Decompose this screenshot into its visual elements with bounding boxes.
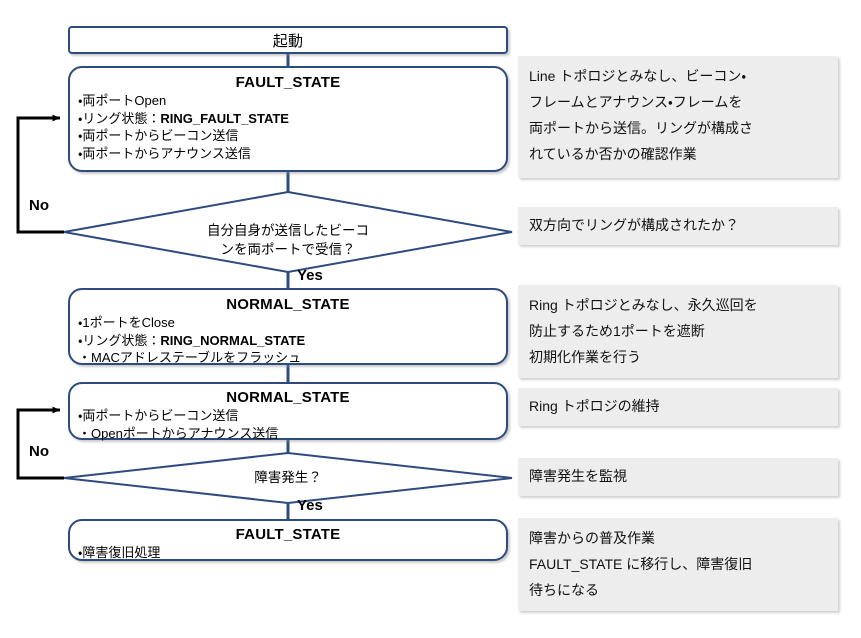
decision-beacon-line2: ンを両ポートで受信？	[220, 242, 356, 257]
node-normal-state-1[interactable]: NORMAL_STATE ・1ポートをClose ・リング状態：RING_NOR…	[68, 288, 508, 365]
note-fault-state-2: 障害からの普及作業 FAULT_STATE に移行し、障害復旧 待ちになる	[518, 518, 838, 611]
note-line: FAULT_STATE に移行し、障害復旧	[529, 556, 753, 572]
decision-beacon-yes-label: Yes	[297, 267, 323, 284]
list-item: ・リング状態：RING_FAULT_STATE	[78, 110, 506, 128]
note-line: 障害発生を監視	[529, 468, 627, 484]
list-item: ・Openポートからアナウンス送信	[78, 425, 279, 441]
decision-fault-no-label: No	[29, 443, 49, 460]
decision-beacon-no-label: No	[29, 197, 49, 214]
bullet-strong: RING_NORMAL_STATE	[160, 332, 306, 348]
node-fault-state-1[interactable]: FAULT_STATE ・両ポートOpen ・リング状態：RING_FAULT_…	[68, 66, 508, 172]
decision-beacon-line1: 自分自身が送信したビーコ	[207, 223, 369, 238]
note-normal-state-1: Ring トポロジとみなし、永久巡回を 防止するため1ポートを遮断 初期化作業を…	[518, 285, 838, 378]
list-item: ・MACアドレステーブルをフラッシュ	[78, 350, 302, 365]
note-line: 初期化作業を行う	[529, 349, 641, 365]
list-item: ・両ポートからビーコン送信	[78, 408, 239, 423]
list-item: ・1ポートをClose	[78, 315, 175, 330]
node-fault-state-2-title: FAULT_STATE	[235, 526, 341, 543]
note-line: 双方向でリングが構成されたか？	[529, 217, 739, 233]
list-item: ・障害復旧処理	[78, 545, 161, 560]
note-line: Ring トポロジとみなし、永久巡回を	[529, 297, 758, 313]
node-normal-state-2-title: NORMAL_STATE	[226, 389, 350, 406]
node-fault-state-1-bullets: ・両ポートOpen ・リング状態：RING_FAULT_STATE ・両ポートか…	[70, 92, 506, 162]
note-line: れているか否かの確認作業	[529, 146, 697, 162]
note-line: フレームとアナウンス・フレームを	[529, 94, 743, 110]
node-fault-state-2-bullets: ・障害復旧処理	[70, 544, 506, 562]
bullet-strong: RING_FAULT_STATE	[160, 110, 289, 126]
node-fault-state-2[interactable]: FAULT_STATE ・障害復旧処理	[68, 519, 508, 561]
start-node-label: 起動	[272, 33, 304, 50]
note-line: Line トポロジとみなし、ビーコン・	[529, 68, 747, 84]
bullet-prefix: ・リング状態：	[78, 332, 161, 348]
decision-fault-label: 障害発生？	[178, 468, 398, 487]
note-line: Ring トポロジの維持	[529, 398, 660, 414]
node-normal-state-2[interactable]: NORMAL_STATE ・両ポートからビーコン送信 ・Openポートからアナウ…	[68, 382, 508, 442]
node-normal-state-1-bullets: ・1ポートをClose ・リング状態：RING_NORMAL_STATE ・MA…	[70, 314, 506, 367]
note-decision-beacon: 双方向でリングが構成されたか？	[518, 207, 838, 245]
note-line: 待ちになる	[529, 582, 599, 598]
decision-fault-line1: 障害発生？	[254, 470, 322, 485]
note-line: 両ポートから送信。リングが構成さ	[529, 120, 753, 136]
list-item: ・リング状態：RING_NORMAL_STATE	[78, 332, 506, 350]
decision-beacon-label: 自分自身が送信したビーコ ンを両ポートで受信？	[178, 221, 398, 259]
list-item: ・両ポートからビーコン送信	[78, 128, 239, 143]
node-normal-state-1-title: NORMAL_STATE	[226, 296, 350, 313]
list-item: ・両ポートからアナウンス送信	[78, 145, 251, 161]
note-normal-state-2: Ring トポロジの維持	[518, 388, 838, 426]
note-line: 障害からの普及作業	[529, 530, 655, 546]
bullet-prefix: ・リング状態：	[78, 110, 161, 126]
node-fault-state-1-title: FAULT_STATE	[235, 74, 341, 91]
node-normal-state-2-bullets: ・両ポートからビーコン送信 ・Openポートからアナウンス送信	[70, 407, 506, 442]
edge-decision1-no-loop	[16, 114, 64, 234]
note-line: 防止するため1ポートを遮断	[529, 323, 705, 339]
note-fault-state-1: Line トポロジとみなし、ビーコン・ フレームとアナウンス・フレームを 両ポー…	[518, 56, 838, 178]
list-item: ・両ポートOpen	[78, 93, 167, 108]
start-node[interactable]: 起動	[68, 26, 508, 54]
note-decision-fault: 障害発生を監視	[518, 458, 838, 496]
decision-fault-yes-label: Yes	[297, 497, 323, 514]
